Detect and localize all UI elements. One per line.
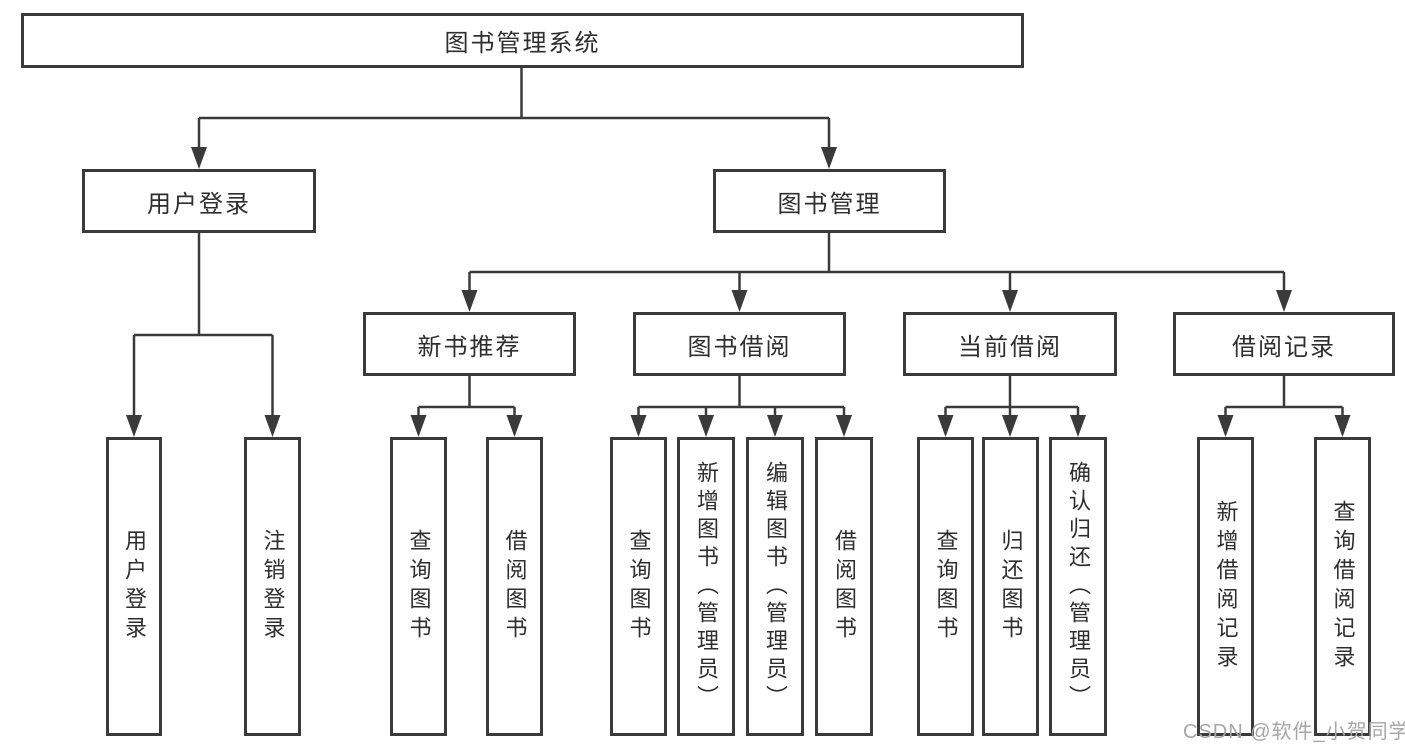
node-label: 借阅图书 — [502, 528, 528, 645]
arrowhead — [1276, 290, 1292, 312]
node-current-borrow: 当前借阅 — [903, 312, 1117, 376]
arrowhead — [836, 415, 852, 437]
arrowhead — [937, 415, 954, 437]
node-label: 注销登录 — [260, 528, 286, 645]
arrowhead — [1334, 415, 1351, 437]
csdn-watermark: CSDN @软件_小贺同学 — [1183, 721, 1405, 743]
edge-borrow-to-leaves — [630, 376, 852, 437]
edge-user-login-to-leaves — [126, 233, 281, 437]
leaf-logout: 注销登录 — [244, 437, 301, 736]
node-library-management-system: 图书管理系统 — [21, 13, 1024, 68]
arrowhead — [1002, 415, 1018, 437]
node-label: 查询图书 — [406, 528, 432, 645]
leaf-confirm-return-admin: 确认归还（管理员） — [1049, 437, 1107, 736]
node-label: 图书管理 — [777, 190, 882, 218]
node-label: 借阅记录 — [1232, 333, 1336, 361]
node-label: 图书管理系统 — [444, 30, 601, 57]
arrowhead — [767, 415, 783, 437]
arrowhead — [1070, 415, 1086, 437]
arrowhead — [630, 415, 647, 437]
node-label: 归还图书 — [998, 528, 1024, 645]
leaf-add-books-admin: 新增图书（管理员） — [677, 437, 735, 736]
arrowhead — [191, 147, 207, 169]
arrowhead — [821, 147, 837, 169]
node-label: 新书推荐 — [417, 333, 522, 361]
leaf-edit-books-admin: 编辑图书（管理员） — [746, 437, 804, 736]
node-label: 用户登录 — [147, 190, 251, 218]
leaf-query-books-current: 查询图书 — [917, 437, 974, 736]
arrowhead — [461, 290, 478, 312]
edge-recommend-to-leaves — [410, 376, 523, 437]
node-book-borrow: 图书借阅 — [633, 312, 846, 376]
edge-current-to-leaves — [937, 376, 1086, 437]
arrowhead — [126, 415, 142, 437]
arrowhead — [410, 415, 427, 437]
node-label: 编辑图书（管理员） — [763, 460, 788, 713]
node-label: 查询借阅记录 — [1330, 499, 1356, 674]
node-label: 当前借阅 — [958, 333, 1062, 361]
node-borrow-records: 借阅记录 — [1173, 312, 1395, 376]
arrowhead — [731, 290, 748, 312]
arrowhead — [506, 415, 523, 437]
node-user-login: 用户登录 — [82, 169, 316, 233]
node-label: 图书借阅 — [687, 333, 792, 361]
node-label: 用户登录 — [122, 528, 147, 645]
arrowhead — [698, 415, 714, 437]
edge-book-mgmt-to-level3 — [461, 233, 1292, 312]
node-label: 确认归还（管理员） — [1066, 460, 1091, 713]
leaf-return-books: 归还图书 — [982, 437, 1039, 736]
leaf-add-borrow-record: 新增借阅记录 — [1197, 437, 1254, 736]
node-book-management: 图书管理 — [713, 169, 946, 233]
edge-records-to-leaves — [1217, 376, 1351, 437]
edge-root-to-level2 — [191, 68, 837, 169]
arrowhead — [1002, 290, 1018, 312]
arrowhead — [1217, 415, 1234, 437]
node-label: 借阅图书 — [832, 528, 857, 645]
node-new-book-recommend: 新书推荐 — [363, 312, 576, 376]
node-label: 新增图书（管理员） — [694, 460, 719, 713]
leaf-user-login: 用户登录 — [106, 437, 162, 736]
leaf-borrow-books-recommend: 借阅图书 — [486, 437, 543, 736]
leaf-query-books-recommend: 查询图书 — [390, 437, 447, 736]
node-label: 查询图书 — [933, 528, 959, 645]
node-label: 查询图书 — [626, 528, 652, 645]
arrowhead — [264, 415, 281, 437]
leaf-query-borrow-record: 查询借阅记录 — [1314, 437, 1371, 736]
leaf-query-books-borrow: 查询图书 — [610, 437, 667, 736]
node-label: 新增借阅记录 — [1213, 499, 1239, 674]
leaf-borrow-books: 借阅图书 — [815, 437, 873, 736]
